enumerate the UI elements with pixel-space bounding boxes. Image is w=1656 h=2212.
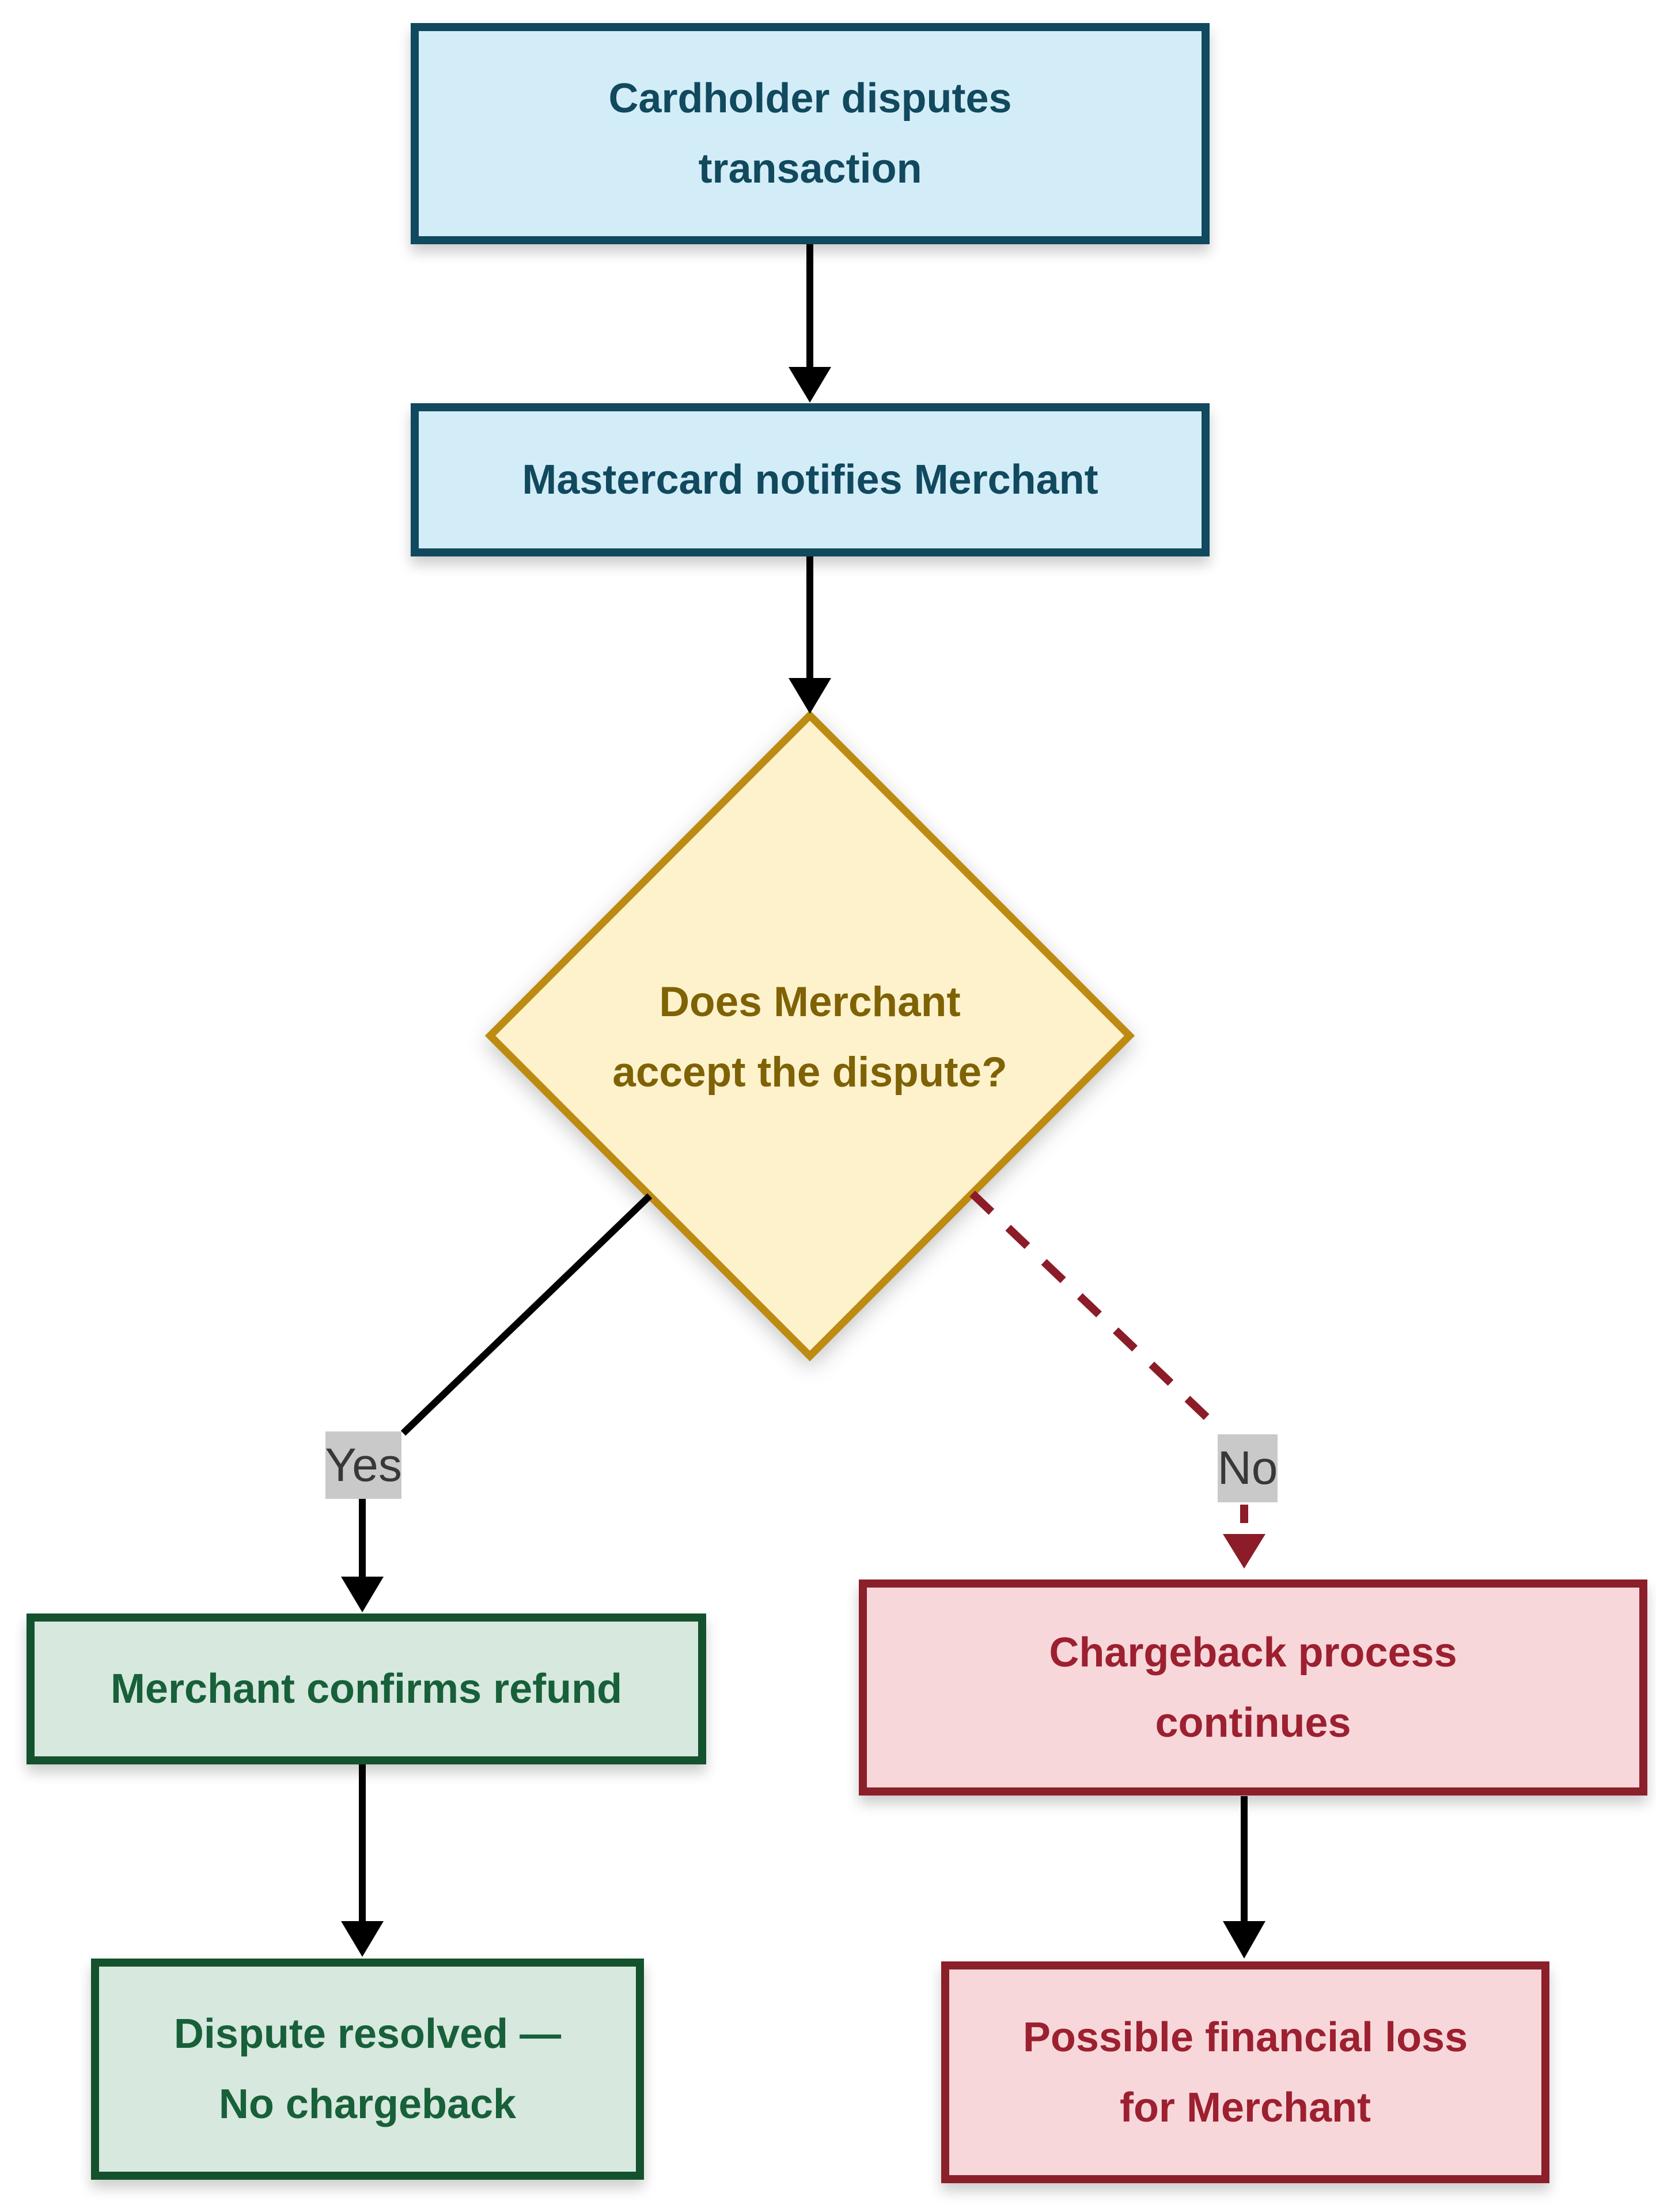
arrowhead-no-chargeback [1223,1534,1265,1569]
node-mastercard-notifies: Mastercard notifies Merchant [411,403,1210,556]
node-text-line: Merchant confirms refund [110,1666,623,1712]
arrowhead-notify-decision [789,678,831,714]
node-decision-accept-dispute: Does Merchant accept the dispute? [522,967,1098,1108]
edge-label-yes-text: Yes [325,1438,402,1491]
node-text-line: No chargeback [218,2081,517,2127]
node-possible-financial-loss: Possible financial loss for Merchant [941,1961,1549,2183]
edge-decision-yes [400,1193,653,1436]
node-text-line: transaction [698,146,922,192]
node-chargeback-continues: Chargeback process continues [859,1580,1647,1796]
node-text-line: Possible financial loss [1022,2014,1468,2061]
node-cardholder-disputes: Cardholder disputes transaction [411,23,1210,244]
node-dispute-resolved: Dispute resolved — No chargeback [91,1959,644,2180]
edge-label-no: No [1218,1434,1278,1502]
arrowhead-refund-resolved [341,1921,384,1957]
node-text-line: Chargeback process [1049,1629,1457,1676]
node-text-line: accept the dispute? [612,1049,1007,1096]
arrowhead-chargeback-loss [1223,1921,1265,1959]
edge-label-no-text: No [1217,1442,1278,1494]
edge-decision-no [969,1190,1225,1435]
arrowhead-yes-refund [341,1577,384,1612]
node-text-line: Dispute resolved — [173,2011,562,2057]
node-text-line: Mastercard notifies Merchant [522,457,1098,503]
node-text-line: Cardholder disputes [608,75,1012,122]
arrowhead-start-notify [789,367,831,403]
decision-diamond-shape [484,710,1135,1362]
node-merchant-confirms-refund: Merchant confirms refund [26,1613,706,1764]
node-text-line: continues [1155,1699,1351,1746]
node-text-line: for Merchant [1119,2084,1371,2131]
edge-label-yes: Yes [325,1431,402,1499]
node-text-line: Does Merchant [659,979,961,1025]
